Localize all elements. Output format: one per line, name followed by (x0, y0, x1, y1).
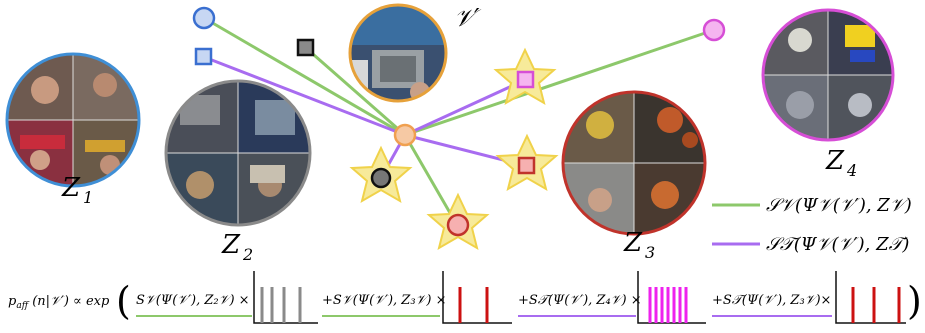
black-circle-node (370, 167, 392, 189)
affordance-histogram-red-2 (835, 271, 906, 324)
blue-circle-node (192, 6, 216, 30)
legend-purple-label: 𝒮𝒯(Ψ𝒱(𝒱′), Z𝒯) (766, 234, 909, 255)
affordance-histogram-gray (253, 271, 318, 324)
z4-label: Z 4 (825, 146, 857, 180)
legend-green-label: 𝒮𝒱(Ψ𝒱(𝒱′), Z𝒱) (766, 195, 912, 216)
z1-label: Z 1 (61, 173, 93, 207)
svg-text:3: 3 (645, 243, 655, 262)
red-circle-node (446, 213, 470, 237)
affordance-histogram-red-1 (442, 271, 512, 324)
equation: paff (n|𝒱′) ∝ exp ( S𝒱(Ψ(𝒱′), Z₂𝒱) × +S𝒱… (8, 271, 922, 324)
equation-term-2: +S𝒱(Ψ(𝒱′), Z₃𝒱) × (322, 293, 446, 308)
svg-text:Z: Z (825, 146, 845, 176)
svg-text:Z: Z (221, 230, 241, 260)
affordance-histogram-magenta (637, 271, 706, 324)
edge-green-top-left (203, 16, 406, 137)
edge-green-magenta (404, 28, 715, 137)
equation-term-3: +S𝒯(Ψ(𝒱′), Z₄𝒱) × (518, 293, 642, 308)
gray-square-node (296, 38, 315, 57)
z2-label: Z 2 (221, 230, 253, 264)
z2-thumbnail (164, 79, 312, 227)
equation-lhs: paff (n|𝒱′) ∝ exp (8, 294, 110, 311)
legend: 𝒮𝒱(Ψ𝒱(𝒱′), Z𝒱) 𝒮𝒯(Ψ𝒱(𝒱′), Z𝒯) (712, 195, 912, 255)
equation-close-paren: ) (907, 279, 922, 323)
svg-text:Z: Z (61, 173, 81, 203)
center-node (393, 123, 417, 147)
edge-green-star-red (403, 134, 459, 226)
svg-text:2: 2 (242, 245, 253, 264)
blue-square-node (194, 47, 213, 66)
svg-text:1: 1 (83, 188, 93, 207)
magenta-circle-node (702, 18, 726, 42)
query-video-thumbnail (348, 3, 448, 103)
equation-term-4: +S𝒯(Ψ(𝒱′), Z₃𝒱)× (712, 293, 831, 308)
z3-label: Z 3 (623, 228, 655, 262)
equation-open-paren: ( (116, 279, 131, 323)
edge-green-gray (305, 46, 406, 137)
z3-thumbnail (561, 90, 707, 236)
edge-purple-star-pink (404, 78, 526, 137)
svg-text:Z: Z (623, 228, 643, 258)
edge-purple-blue-square (203, 55, 406, 137)
svg-text:4: 4 (846, 161, 857, 180)
v-prime-label: 𝒱′ (454, 4, 482, 32)
equation-term-1: S𝒱(Ψ(𝒱′), Z₂𝒱) × (136, 293, 250, 308)
pink-square-node (516, 70, 535, 89)
z4-thumbnail (761, 8, 895, 142)
green-edges (203, 16, 715, 226)
z1-thumbnail (5, 52, 141, 188)
red-square-node (517, 156, 536, 175)
